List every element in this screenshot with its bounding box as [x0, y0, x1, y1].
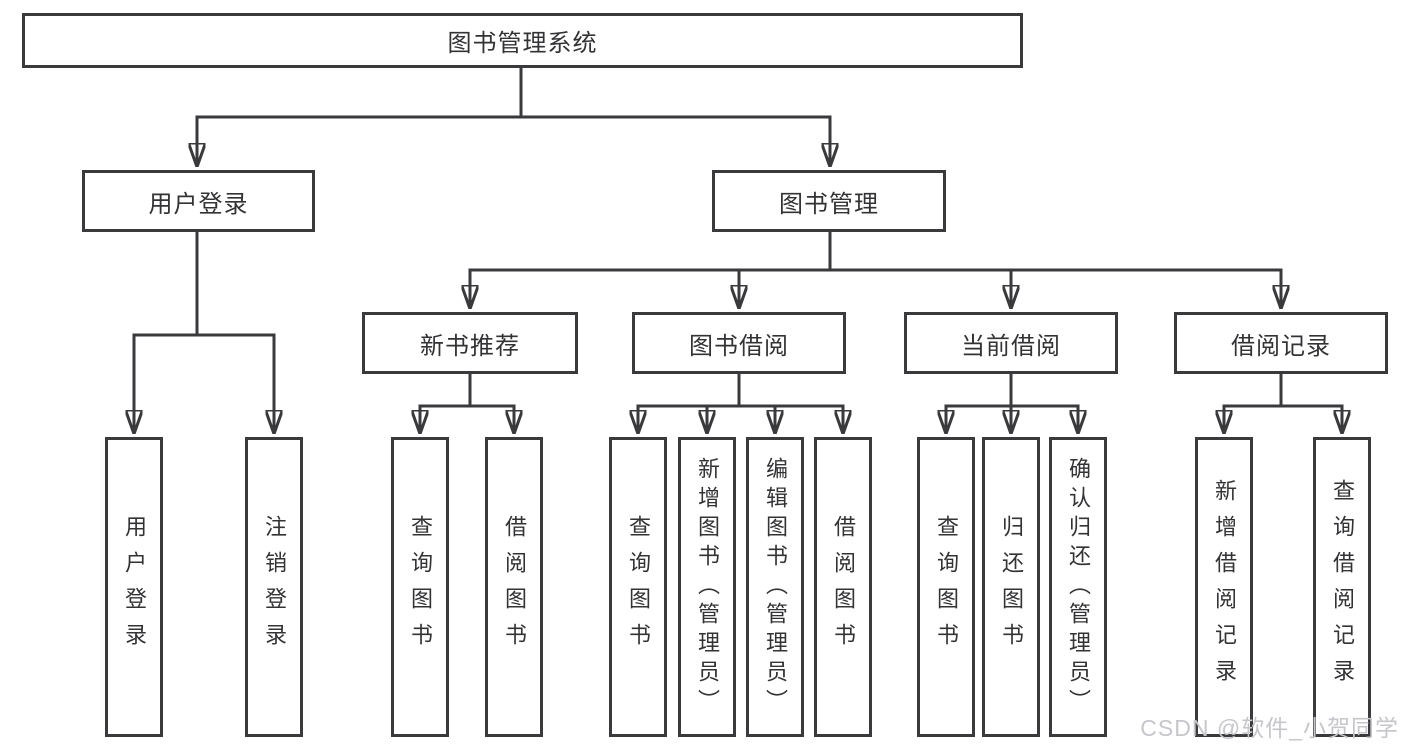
node-label: 用户登录 — [148, 190, 249, 218]
leaf-add-books-admin: 新增图书（管理员） — [678, 437, 736, 737]
leaf-confirm-return-admin: 确认归还（管理员） — [1049, 437, 1107, 737]
node-label: 图书管理 — [779, 190, 879, 218]
leaf-label: 查询借阅记录 — [1330, 479, 1355, 695]
leaf-add-borrow-record: 新增借阅记录 — [1195, 437, 1253, 737]
node-library-management-system: 图书管理系统 — [22, 13, 1023, 68]
leaf-borrow-books: 借阅图书 — [814, 437, 872, 737]
leaf-label: 用户登录 — [122, 515, 147, 659]
leaf-label: 确认归还（管理员） — [1066, 456, 1091, 718]
node-new-book-recommend: 新书推荐 — [362, 312, 578, 374]
connector-borrow-record-to-leaves — [1224, 374, 1342, 434]
node-current-borrowing: 当前借阅 — [904, 312, 1118, 374]
leaf-label: 新增图书（管理员） — [695, 456, 720, 718]
connector-new-book-to-leaves — [420, 374, 514, 434]
leaf-query-books-recommend: 查询图书 — [391, 437, 449, 737]
node-label: 新书推荐 — [420, 332, 520, 360]
leaf-label: 借阅图书 — [831, 515, 856, 659]
leaf-label: 查询图书 — [934, 515, 959, 659]
leaf-query-borrow-record: 查询借阅记录 — [1313, 437, 1371, 737]
leaf-label: 注销登录 — [262, 515, 287, 659]
node-label: 图书借阅 — [689, 332, 789, 360]
leaf-label: 归还图书 — [999, 515, 1024, 659]
node-label: 借阅记录 — [1231, 332, 1331, 360]
node-borrowing-records: 借阅记录 — [1174, 312, 1388, 374]
leaf-logout: 注销登录 — [245, 437, 303, 737]
leaf-label: 编辑图书（管理员） — [763, 456, 788, 718]
node-label: 当前借阅 — [961, 332, 1061, 360]
leaf-label: 查询图书 — [626, 515, 651, 659]
leaf-label: 查询图书 — [408, 515, 433, 659]
leaf-edit-books-admin: 编辑图书（管理员） — [746, 437, 804, 737]
connector-user-login-to-leaves — [134, 232, 274, 434]
connector-book-mgmt-to-level3 — [470, 232, 1281, 309]
connector-book-borrow-to-leaves — [638, 374, 843, 434]
leaf-return-books: 归还图书 — [982, 437, 1040, 737]
connector-current-borrow-to-leaves — [946, 374, 1078, 434]
node-book-borrowing: 图书借阅 — [632, 312, 846, 374]
node-book-management-branch: 图书管理 — [712, 170, 946, 232]
connector-root-to-level2 — [197, 68, 830, 167]
node-label: 图书管理系统 — [447, 30, 598, 57]
node-user-login-branch: 用户登录 — [82, 170, 315, 232]
leaf-query-books-current: 查询图书 — [917, 437, 975, 737]
leaf-label: 新增借阅记录 — [1212, 479, 1237, 695]
leaf-query-books-borrowing: 查询图书 — [609, 437, 667, 737]
leaf-borrow-books-recommend: 借阅图书 — [485, 437, 543, 737]
leaf-label: 借阅图书 — [502, 515, 527, 659]
leaf-user-login: 用户登录 — [105, 437, 163, 737]
